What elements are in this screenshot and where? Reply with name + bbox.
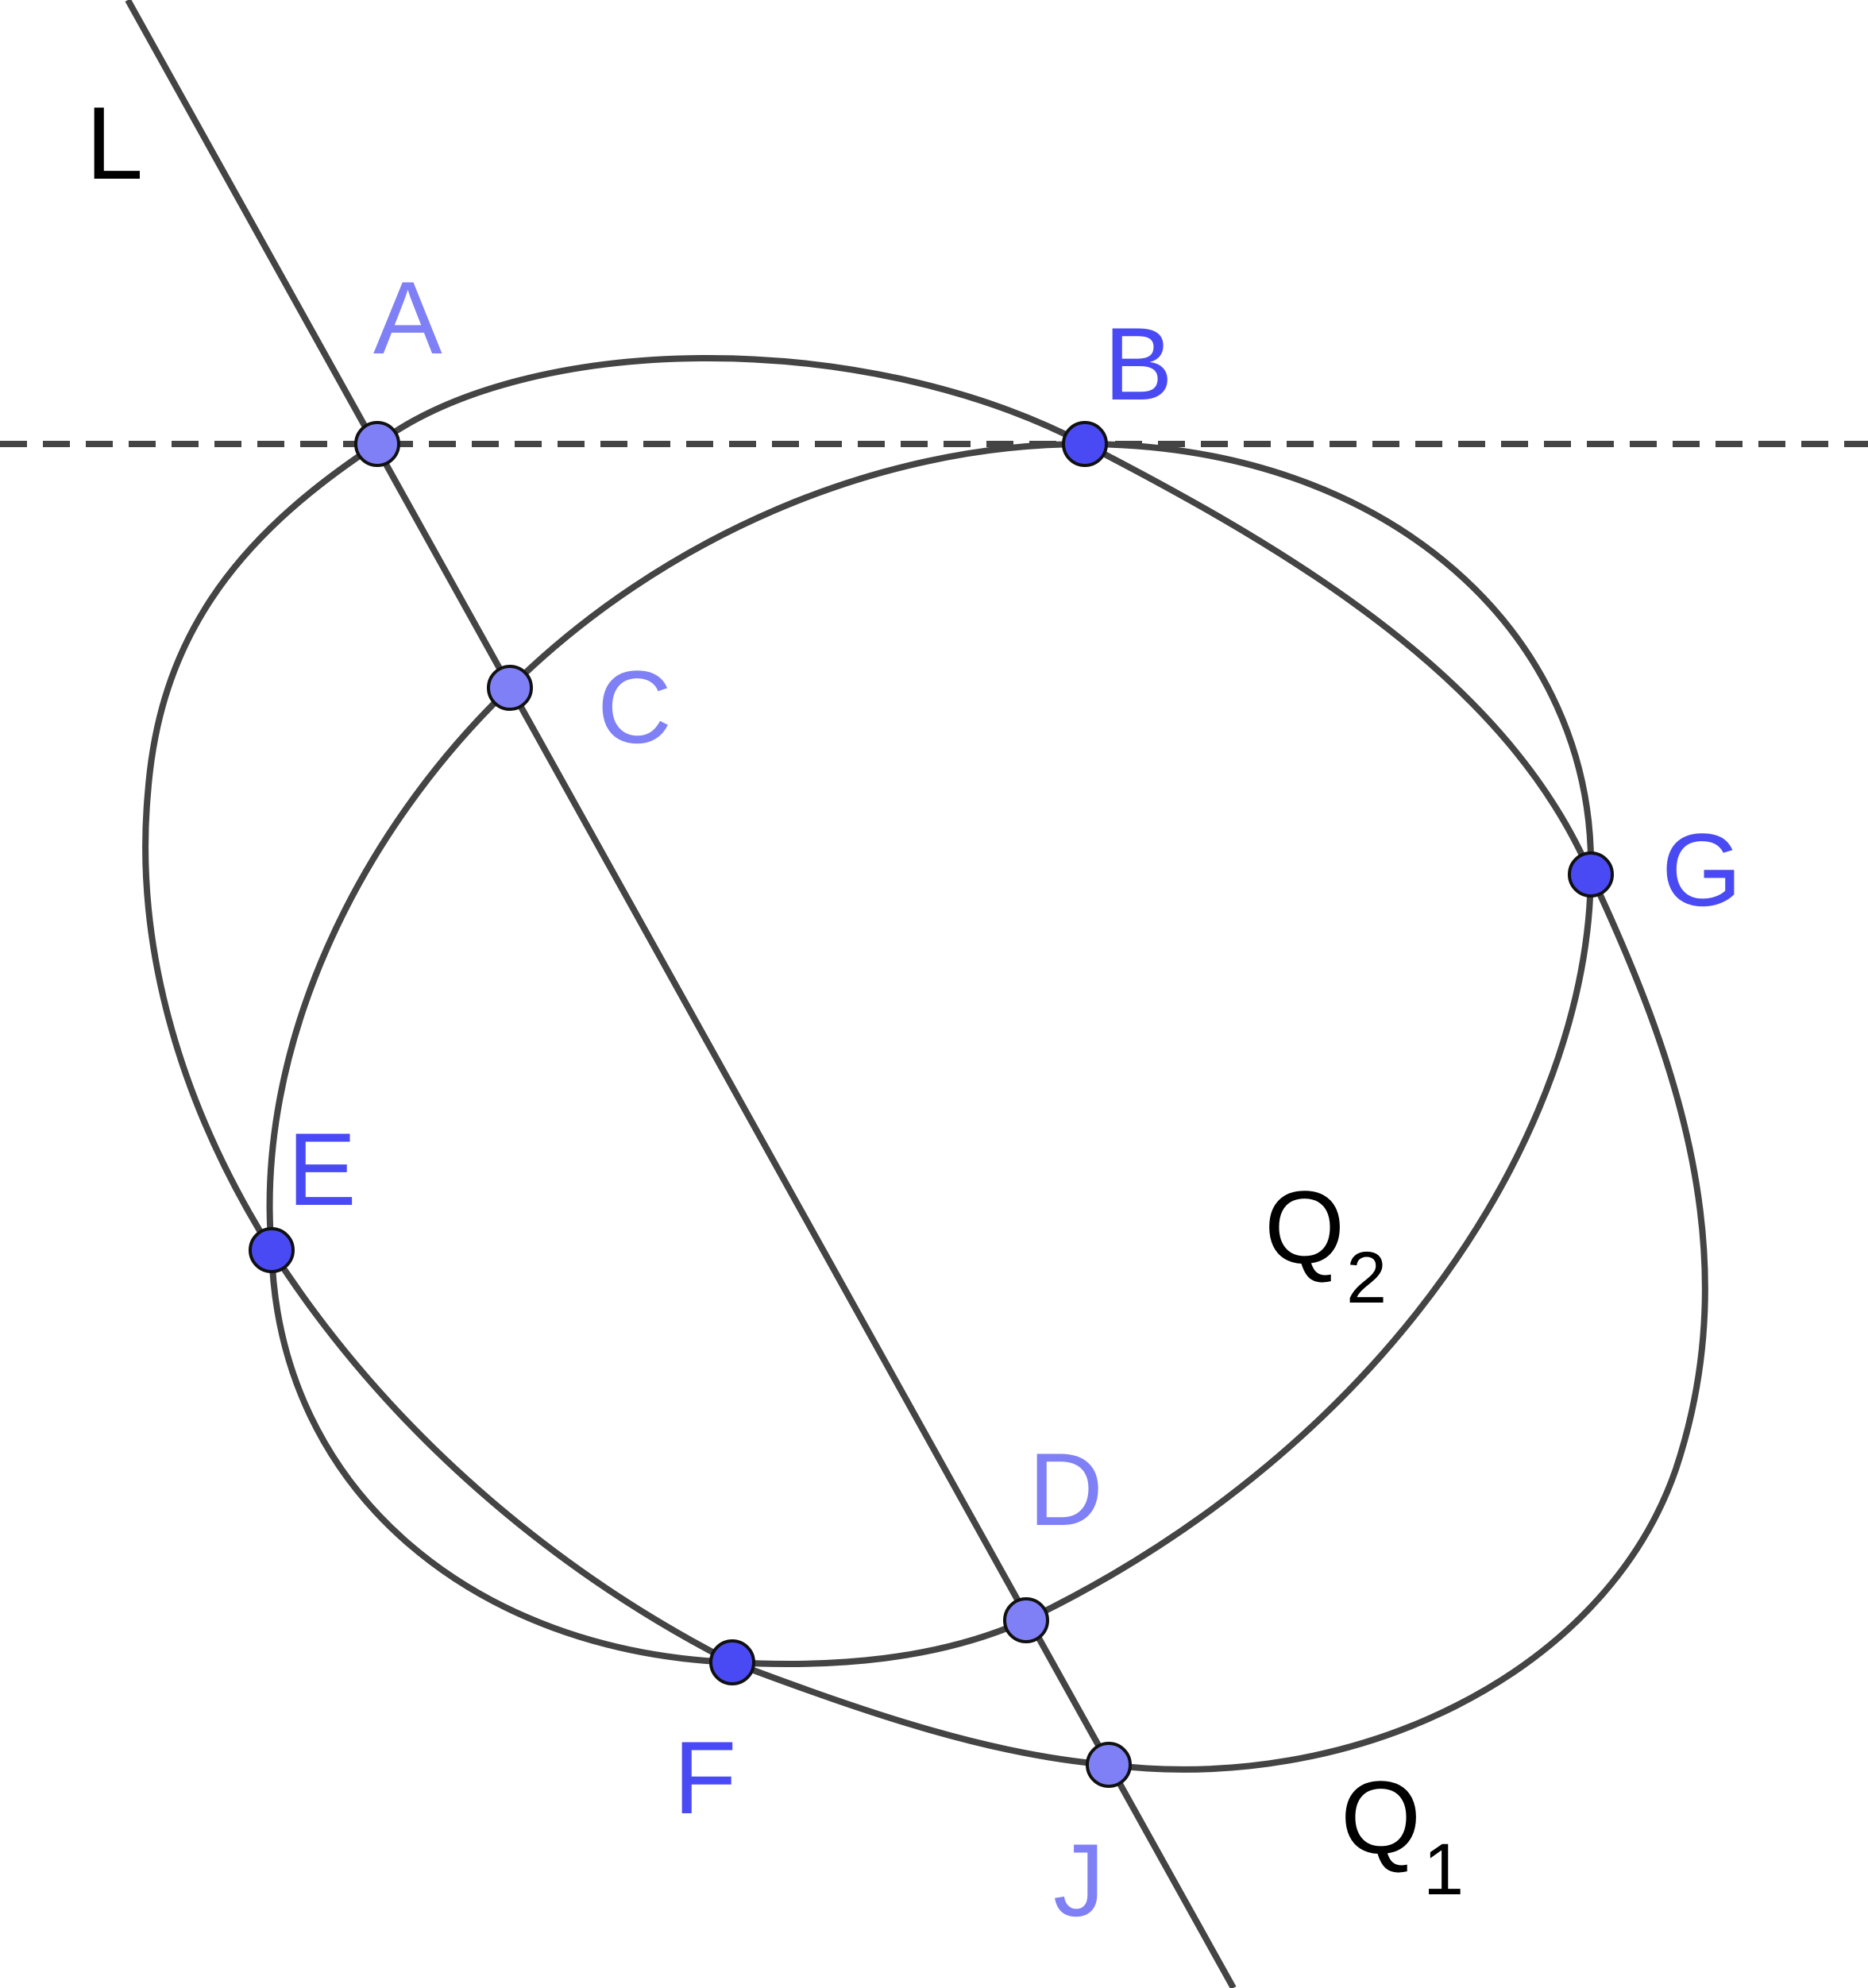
point-F-label: F [673, 1720, 736, 1836]
point-D-label: D [1029, 1431, 1103, 1547]
point-J[interactable] [1086, 1742, 1132, 1788]
point-C-label: C [597, 649, 672, 765]
line-L [125, 0, 1237, 1988]
point-C[interactable] [487, 665, 533, 711]
point-F[interactable] [709, 1639, 755, 1685]
line-L-label: L [86, 85, 143, 201]
point-B[interactable] [1062, 421, 1108, 467]
conic-Q1-letter: Q [1341, 1759, 1421, 1875]
conic-Q2-subscript: 2 [1346, 1237, 1387, 1318]
conic-Q1 [142, 355, 1708, 1773]
conic-Q1-label: Q 1 [1341, 1759, 1464, 1910]
point-G[interactable] [1568, 851, 1614, 897]
point-G-label: G [1662, 812, 1742, 928]
conic-Q2-label: Q 2 [1264, 1169, 1387, 1318]
point-A-label: A [373, 260, 442, 376]
point-E[interactable] [249, 1227, 295, 1273]
point-B-label: B [1104, 306, 1173, 422]
conic-Q2-letter: Q [1264, 1169, 1345, 1285]
point-E-label: E [288, 1111, 357, 1227]
point-A[interactable] [354, 421, 400, 467]
point-J-label: J [1053, 1822, 1105, 1938]
conic-Q1-subscript: 1 [1423, 1829, 1464, 1910]
point-D[interactable] [1003, 1597, 1049, 1643]
